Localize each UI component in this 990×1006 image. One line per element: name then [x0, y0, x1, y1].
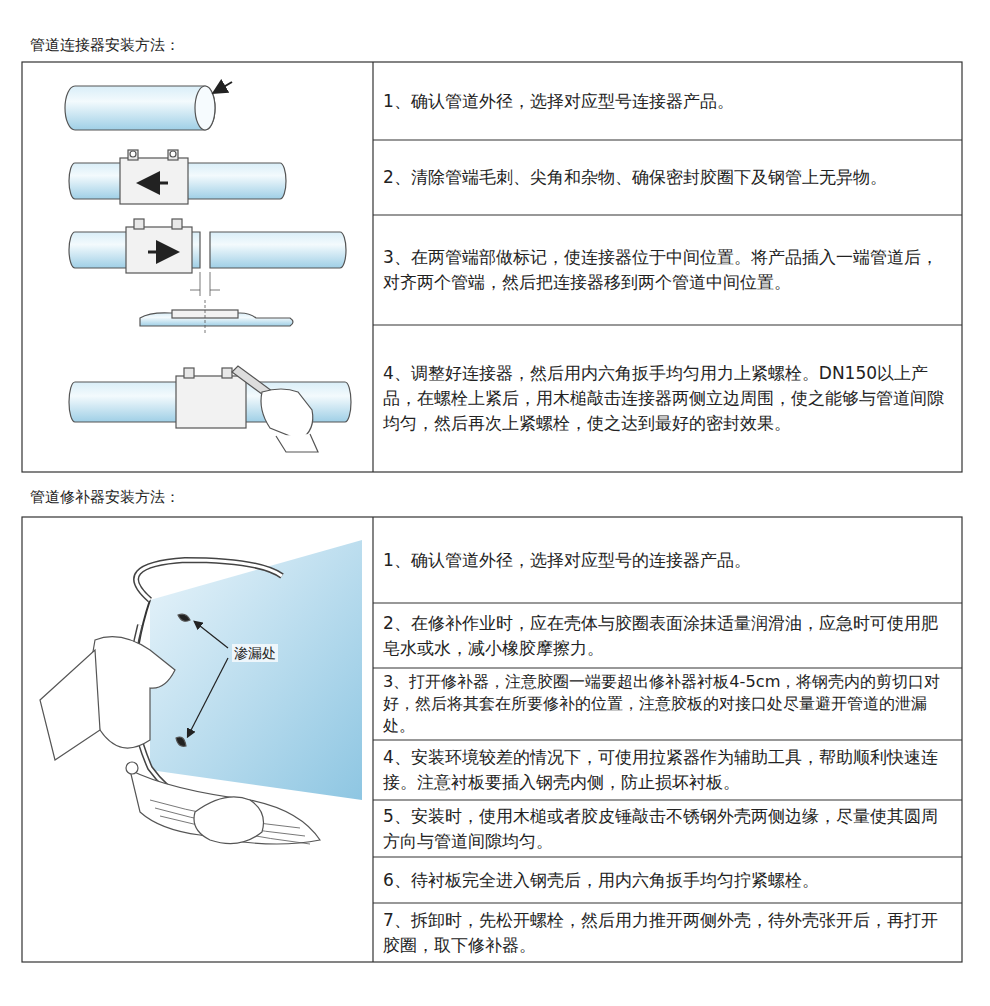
- table-cell: 3、打开修补器，注意胶圈一端要超出修补器衬板4-5cm，将钢壳内的剪切口对好，然…: [373, 668, 962, 740]
- pipe-figure: [69, 219, 346, 335]
- cell-text: 4、调整好连接器，然后用内六角扳手均匀用力上紧螺栓。DN150以上产品，在螺栓上…: [383, 361, 954, 436]
- cell-text: 3、打开修补器，注意胶圈一端要超出修补器衬板4-5cm，将钢壳内的剪切口对好，然…: [383, 671, 954, 737]
- table-cell: 5、安装时，使用木槌或者胶皮锤敲击不锈钢外壳两侧边缘，尽量使其圆周方向与管道间隙…: [373, 800, 962, 857]
- table-cell: 4、安装环境较差的情况下，可使用拉紧器作为辅助工具，帮助顺利快速连接。注意衬板要…: [373, 740, 962, 800]
- section-heading: 管道连接器安装方法：: [30, 35, 180, 55]
- table-cell: 6、待衬板完全进入钢壳后，用内六角扳手均匀拧紧螺栓。: [373, 857, 962, 903]
- repair-figure: [40, 540, 362, 844]
- cell-text: 4、安装环境较差的情况下，可使用拉紧器作为辅助工具，帮助顺利快速连接。注意衬板要…: [383, 745, 954, 795]
- table-cell: 7、拆卸时，先松开螺栓，然后用力推开两侧外壳，待外壳张开后，再打开胶圈，取下修补…: [373, 903, 962, 962]
- pipe-figure: [65, 82, 232, 130]
- cell-text: 1、确认管道外径，选择对应型号的连接器产品。: [383, 548, 751, 573]
- table-cell: 2、清除管端毛刺、尖角和杂物、确保密封胶圈下及钢管上无异物。: [373, 140, 962, 215]
- cell-text: 3、在两管端部做标记，使连接器位于中间位置。将产品插入一端管道后，对齐两个管端，…: [383, 245, 954, 295]
- pipe-figure: [69, 150, 286, 204]
- cell-text: 7、拆卸时，先松开螺栓，然后用力推开两侧外壳，待外壳张开后，再打开胶圈，取下修补…: [383, 908, 954, 958]
- hand: [91, 637, 175, 748]
- cell-text: 2、在修补作业时，应在壳体与胶圈表面涂抹适量润滑油，应急时可使用肥皂水或水，减小…: [383, 611, 954, 661]
- callout-label: 渗漏处: [232, 644, 278, 662]
- cell-text: 6、待衬板完全进入钢壳后，用内六角扳手均匀拧紧螺栓。: [383, 868, 819, 893]
- section-heading: 管道修补器安装方法：: [30, 487, 180, 507]
- rubber-sheet: [130, 770, 320, 844]
- cell-text: 2、清除管端毛刺、尖角和杂物、确保密封胶圈下及钢管上无异物。: [383, 165, 887, 190]
- cell-text: 1、确认管道外径，选择对应型号连接器产品。: [383, 89, 734, 114]
- hand: [194, 797, 264, 844]
- hand: [261, 389, 313, 440]
- cell-text: 5、安装时，使用木槌或者胶皮锤敲击不锈钢外壳两侧边缘，尽量使其圆周方向与管道间隙…: [383, 804, 954, 854]
- table-cell: 2、在修补作业时，应在壳体与胶圈表面涂抹适量润滑油，应急时可使用肥皂水或水，减小…: [373, 603, 962, 668]
- table-cell: 3、在两管端部做标记，使连接器位于中间位置。将产品插入一端管道后，对齐两个管端，…: [373, 215, 962, 325]
- table-grid: [22, 62, 962, 962]
- table-cell: 1、确认管道外径，选择对应型号的连接器产品。: [373, 517, 962, 603]
- table-cell: 1、确认管道外径，选择对应型号连接器产品。: [373, 62, 962, 140]
- pipe-figure: [69, 366, 351, 452]
- table-cell: 4、调整好连接器，然后用内六角扳手均匀用力上紧螺栓。DN150以上产品，在螺栓上…: [373, 325, 962, 472]
